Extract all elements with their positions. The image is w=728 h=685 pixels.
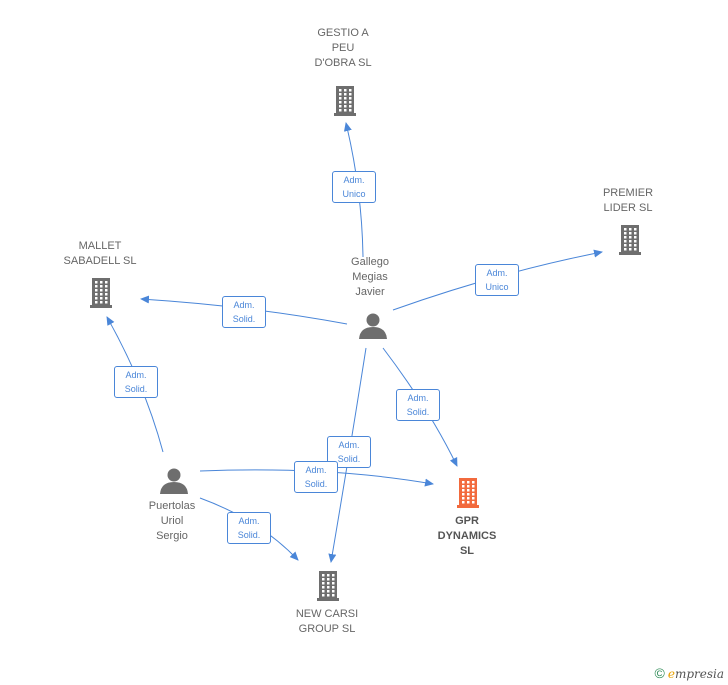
edge-label-gallego-mallet[interactable]: Adm. Solid.	[222, 296, 266, 328]
node-label-gallego[interactable]: Gallego Megias Javier	[351, 255, 389, 298]
person-icon-gallego[interactable]	[359, 313, 387, 340]
edge-label-puertolas-gpr[interactable]: Adm. Solid.	[294, 461, 338, 493]
edge-label-puertolas-mallet[interactable]: Adm. Solid.	[114, 366, 158, 398]
edge-label-gallego-gpr[interactable]: Adm. Solid.	[396, 389, 440, 421]
building-icon-gestio[interactable]	[334, 86, 356, 116]
node-label-gpr[interactable]: GPR DYNAMICS SL	[437, 514, 497, 557]
empresia-logo: empresia	[667, 667, 724, 681]
edge-label-gallego-newcarsi[interactable]: Adm. Solid.	[327, 436, 371, 468]
edge-label-gallego-premier[interactable]: Adm. Unico	[475, 264, 519, 296]
building-icon-gpr[interactable]	[457, 478, 479, 508]
edge-label-gallego-gestio[interactable]: Adm. Unico	[332, 171, 376, 203]
footer-brand: ©empresia	[655, 665, 725, 681]
edge-label-puertolas-newcarsi[interactable]: Adm. Solid.	[227, 512, 271, 544]
person-icon-puertolas[interactable]	[160, 468, 188, 495]
node-label-gestio[interactable]: GESTIO A PEU D'OBRA SL	[314, 26, 372, 69]
building-icon-newcarsi[interactable]	[317, 571, 339, 601]
building-icon-mallet[interactable]	[90, 278, 112, 308]
node-label-mallet[interactable]: MALLET SABADELL SL	[63, 240, 137, 267]
building-icon-premier[interactable]	[619, 225, 641, 255]
copyright-symbol: ©	[654, 665, 665, 681]
node-label-premier[interactable]: PREMIER LIDER SL	[602, 187, 654, 214]
node-label-newcarsi[interactable]: NEW CARSI GROUP SL	[295, 608, 359, 635]
node-label-puertolas[interactable]: Puertolas Uriol Sergio	[148, 499, 196, 542]
